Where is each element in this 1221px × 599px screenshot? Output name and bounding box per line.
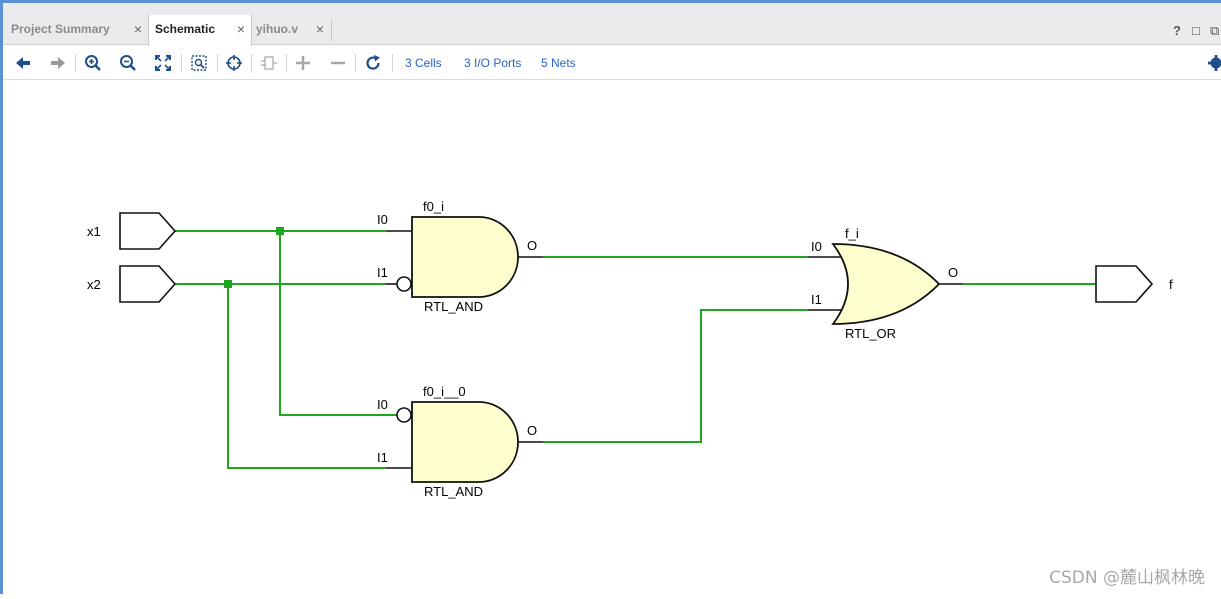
- toolbar-separator: [286, 54, 287, 72]
- toolbar-separator: [251, 54, 252, 72]
- toolbar-separator: [75, 54, 76, 72]
- net-and2-out[interactable]: [543, 310, 808, 442]
- zoom-out-icon[interactable]: [118, 53, 138, 73]
- tab-project-summary[interactable]: Project Summary ×: [5, 15, 148, 45]
- restore-icon[interactable]: □: [1192, 23, 1200, 38]
- tab-yihuo-v[interactable]: yihuo.v ×: [250, 15, 330, 45]
- toolbar-separator: [392, 54, 393, 72]
- pin-label: O: [948, 265, 958, 280]
- zoom-area-icon[interactable]: [189, 53, 209, 73]
- gate-type-label: RTL_AND: [424, 484, 483, 499]
- inversion-bubble: [397, 408, 411, 422]
- output-port-f[interactable]: [1096, 266, 1152, 302]
- input-port-x1[interactable]: [120, 213, 175, 249]
- close-icon[interactable]: ×: [316, 15, 324, 43]
- close-icon[interactable]: ×: [237, 15, 245, 43]
- gate-type-label: RTL_OR: [845, 326, 896, 341]
- schematic-canvas[interactable]: x1 x2 f f0_i I0 I1 O RTL_AND: [3, 81, 1221, 594]
- io-ports-link[interactable]: 3 I/O Ports: [464, 56, 521, 70]
- tab-bar: Project Summary × Schematic × yihuo.v × …: [3, 3, 1221, 45]
- tab-schematic[interactable]: Schematic ×: [148, 15, 252, 46]
- group-icon[interactable]: [259, 53, 279, 73]
- expand-icon[interactable]: [293, 53, 313, 73]
- pin-label: I1: [811, 292, 822, 307]
- refresh-icon[interactable]: [363, 53, 383, 73]
- schematic-drawing: x1 x2 f f0_i I0 I1 O RTL_AND: [3, 81, 1221, 594]
- float-icon[interactable]: ⧉: [1210, 23, 1219, 39]
- junction-dot: [276, 227, 284, 235]
- settings-icon[interactable]: [1206, 53, 1221, 73]
- pin-label: O: [527, 238, 537, 253]
- input-port-x2[interactable]: [120, 266, 175, 302]
- cells-link[interactable]: 3 Cells: [405, 56, 442, 70]
- pin-label: O: [527, 423, 537, 438]
- and-gate-f0-i[interactable]: [386, 217, 543, 297]
- net-x2-branch[interactable]: [228, 284, 386, 468]
- toolbar-separator: [355, 54, 356, 72]
- back-icon[interactable]: [13, 53, 33, 73]
- tab-label: Project Summary: [11, 22, 110, 36]
- select-icon[interactable]: [224, 53, 244, 73]
- schematic-toolbar: 3 Cells 3 I/O Ports 5 Nets: [3, 46, 1221, 80]
- zoom-in-icon[interactable]: [83, 53, 103, 73]
- port-label-x1: x1: [87, 224, 101, 239]
- tab-label: yihuo.v: [256, 22, 298, 36]
- pin-label: I1: [377, 265, 388, 280]
- toolbar-separator: [217, 54, 218, 72]
- port-label-f: f: [1169, 277, 1173, 292]
- forward-icon[interactable]: [48, 53, 68, 73]
- tab-label: Schematic: [155, 22, 215, 36]
- collapse-icon[interactable]: [328, 53, 348, 73]
- gate-instance-label: f0_i: [423, 199, 444, 214]
- and-gate-f0-i-0[interactable]: [386, 402, 543, 482]
- pin-label: I0: [377, 212, 388, 227]
- watermark: CSDN @麓山枫林晚: [1049, 563, 1205, 588]
- gate-type-label: RTL_AND: [424, 299, 483, 314]
- nets-link[interactable]: 5 Nets: [541, 56, 576, 70]
- gate-instance-label: f0_i__0: [423, 384, 466, 399]
- junction-dot: [224, 280, 232, 288]
- inversion-bubble: [397, 277, 411, 291]
- tab-separator: [331, 19, 332, 41]
- net-x1-branch[interactable]: [280, 231, 397, 415]
- pin-label: I0: [377, 397, 388, 412]
- or-gate-f-i[interactable]: [808, 244, 963, 324]
- fit-view-icon[interactable]: [153, 53, 173, 73]
- port-label-x2: x2: [87, 277, 101, 292]
- toolbar-separator: [181, 54, 182, 72]
- pin-label: I1: [377, 450, 388, 465]
- pin-label: I0: [811, 239, 822, 254]
- close-icon[interactable]: ×: [134, 15, 142, 43]
- help-icon[interactable]: ?: [1173, 23, 1181, 38]
- gate-instance-label: f_i: [845, 226, 859, 241]
